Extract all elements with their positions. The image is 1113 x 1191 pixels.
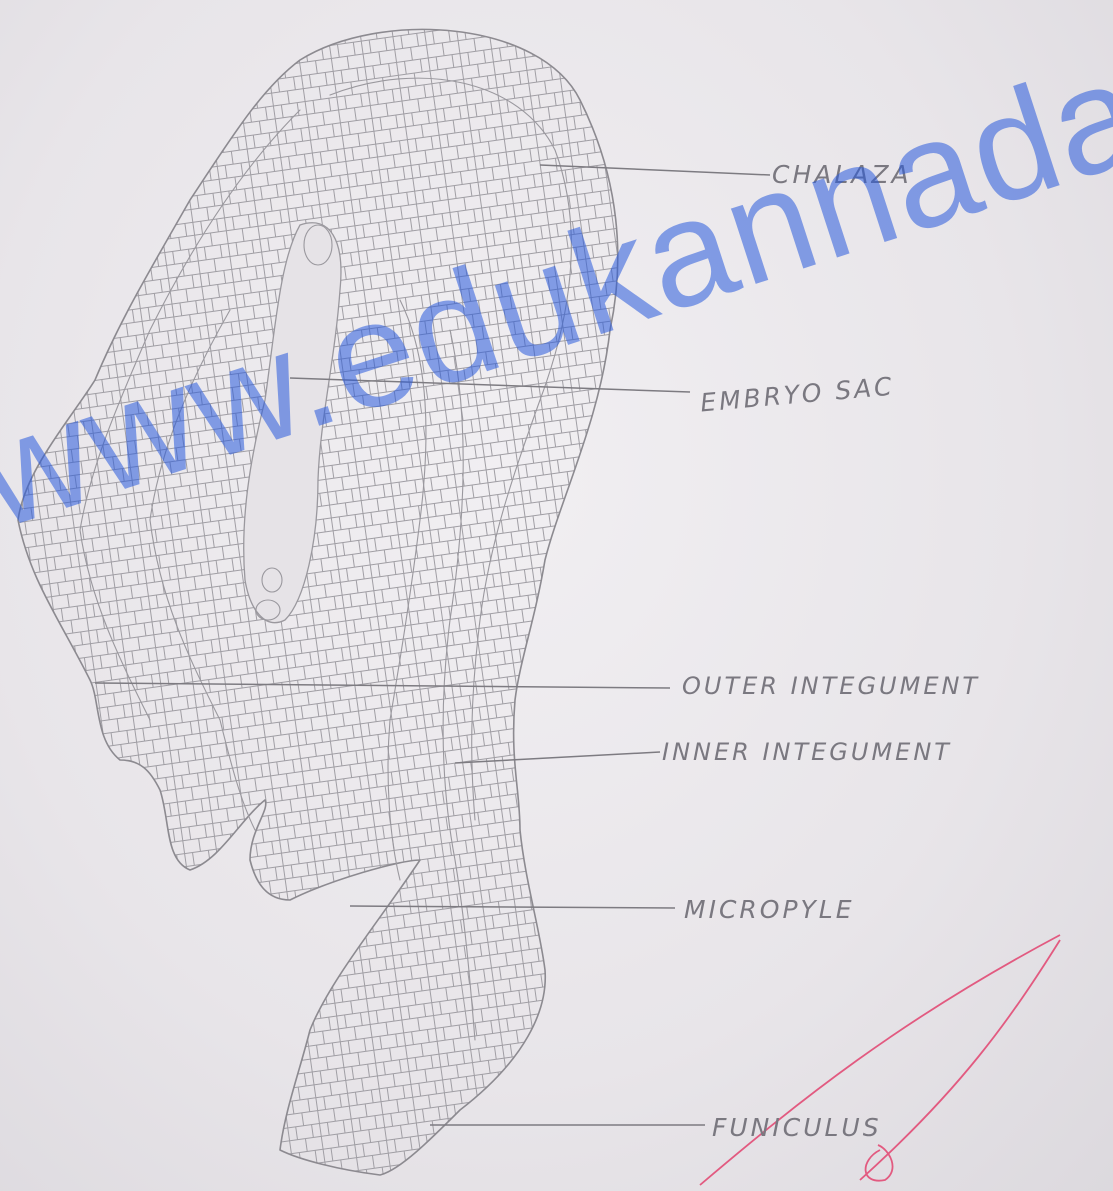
label-micropyle: MICROPYLE — [684, 895, 855, 924]
label-funiculus: FUNICULUS — [712, 1113, 882, 1142]
red-check-line — [700, 935, 1060, 1185]
label-inner-integument: INNER INTEGUMENT — [662, 738, 952, 766]
label-outer-integument: OUTER INTEGUMENT — [682, 672, 980, 700]
red-check-line-2 — [860, 940, 1060, 1180]
